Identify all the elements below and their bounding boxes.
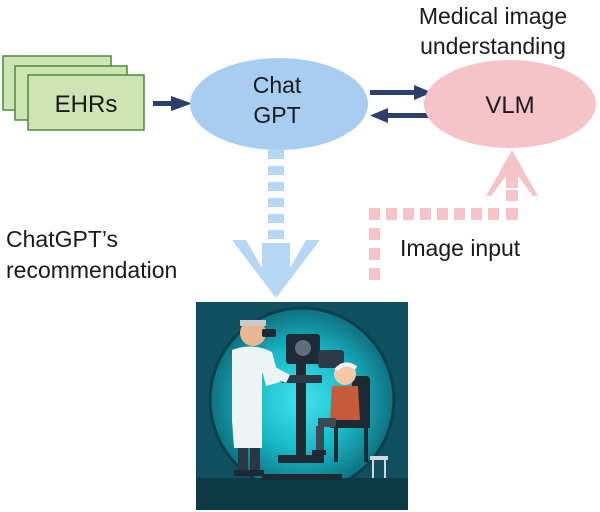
chatgpt-ellipse: [190, 58, 368, 150]
ehr-sheet-front: [27, 74, 145, 131]
chatgpt-vlm-arrows: [370, 85, 432, 123]
image-input-arrow: [369, 150, 538, 280]
medical-image-label-line2: understanding: [420, 33, 566, 59]
vlm-label: VLM: [485, 92, 534, 119]
medical-image-label-line1: Medical image: [419, 3, 567, 29]
recommendation-arrow: [232, 150, 320, 298]
chatgpt-label-line1: Chat: [253, 72, 302, 98]
image-input-label: Image input: [400, 235, 521, 261]
vlm-node: VLM: [424, 60, 596, 148]
recommendation-label-line1: ChatGPT’s: [6, 226, 118, 252]
eye-exam-illustration: [196, 302, 408, 510]
chatgpt-label-line2: GPT: [253, 102, 300, 128]
doctor-figure: [232, 320, 290, 476]
chatgpt-node: Chat GPT: [190, 58, 368, 150]
patient-figure: [312, 362, 370, 462]
ehrs-label: EHRs: [55, 91, 118, 118]
ehrs-node: EHRs: [2, 55, 145, 131]
vlm-ellipse: [424, 60, 596, 148]
ehrs-to-chatgpt-arrow: [153, 96, 192, 111]
recommendation-label-line2: recommendation: [6, 257, 177, 283]
